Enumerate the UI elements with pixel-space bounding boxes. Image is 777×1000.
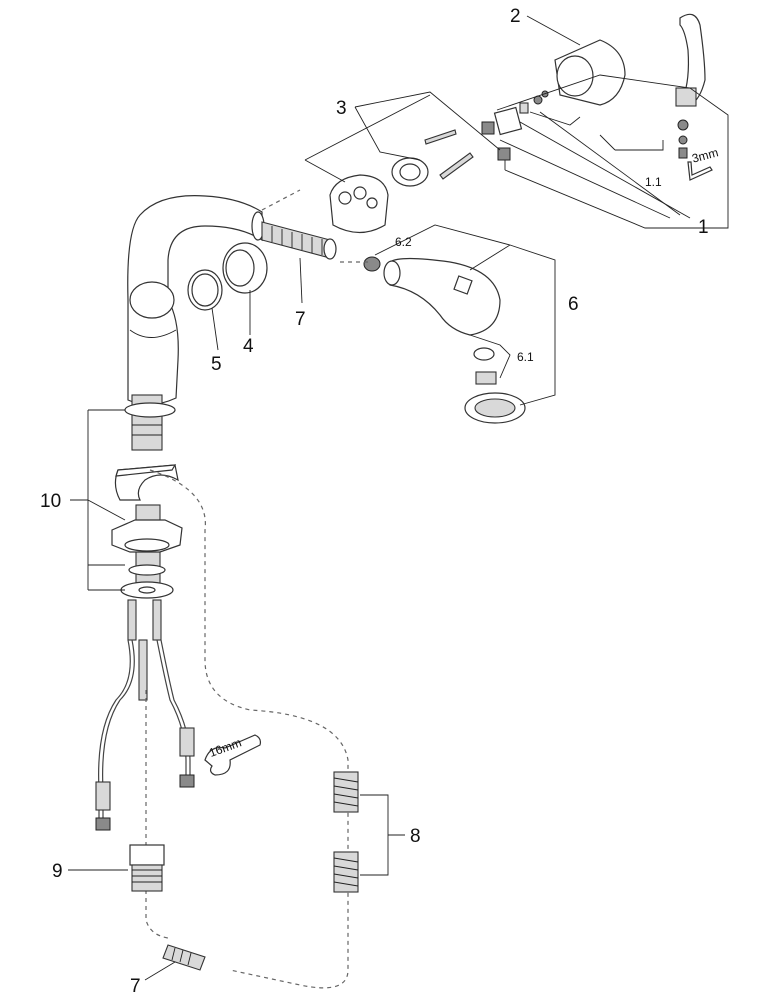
threaded-shank	[124, 394, 176, 451]
label-7-bottom: 7	[130, 976, 141, 997]
label-4: 4	[243, 336, 254, 357]
cartridge-ring	[391, 157, 429, 187]
assembly-axes	[261, 189, 368, 263]
fixing-set	[111, 504, 183, 599]
label-8: 8	[410, 826, 421, 847]
mounting-nut-4	[222, 242, 268, 294]
shower-insert	[473, 347, 497, 385]
cover-cap	[554, 39, 626, 106]
open-end-wrench: 16mm	[204, 734, 262, 776]
label-6-2: 6.2	[395, 235, 412, 249]
horseshoe-spacer	[114, 464, 179, 501]
o-ring-5	[187, 269, 223, 311]
label-5: 5	[211, 354, 222, 375]
label-1: 1	[698, 217, 709, 238]
cartridge-screws	[424, 129, 474, 180]
hose-connector-bottom	[162, 944, 206, 971]
cartridge	[329, 174, 389, 234]
label-3: 3	[336, 98, 347, 119]
label-10: 10	[40, 491, 61, 512]
check-valve	[129, 844, 165, 892]
lever-handle	[675, 13, 706, 107]
hex-key-size-label: 3mm	[690, 145, 719, 165]
hex-key: 3mm	[687, 145, 720, 181]
label-6: 6	[568, 294, 579, 315]
label-2: 2	[510, 6, 521, 27]
spray-face	[464, 392, 526, 424]
leader-lines	[68, 15, 729, 981]
pull-out-hose-path	[149, 469, 349, 989]
hose-connector-top	[261, 221, 337, 260]
label-7-top: 7	[295, 309, 306, 330]
hose-to-valve	[145, 690, 169, 939]
hose-weight-springs	[333, 771, 359, 893]
label-1-1: 1.1	[645, 175, 662, 189]
label-9: 9	[52, 861, 63, 882]
hand-shower	[363, 256, 501, 336]
faucet-body	[127, 195, 265, 406]
label-6-1: 6.1	[517, 350, 534, 364]
flexible-hoses	[95, 599, 195, 831]
